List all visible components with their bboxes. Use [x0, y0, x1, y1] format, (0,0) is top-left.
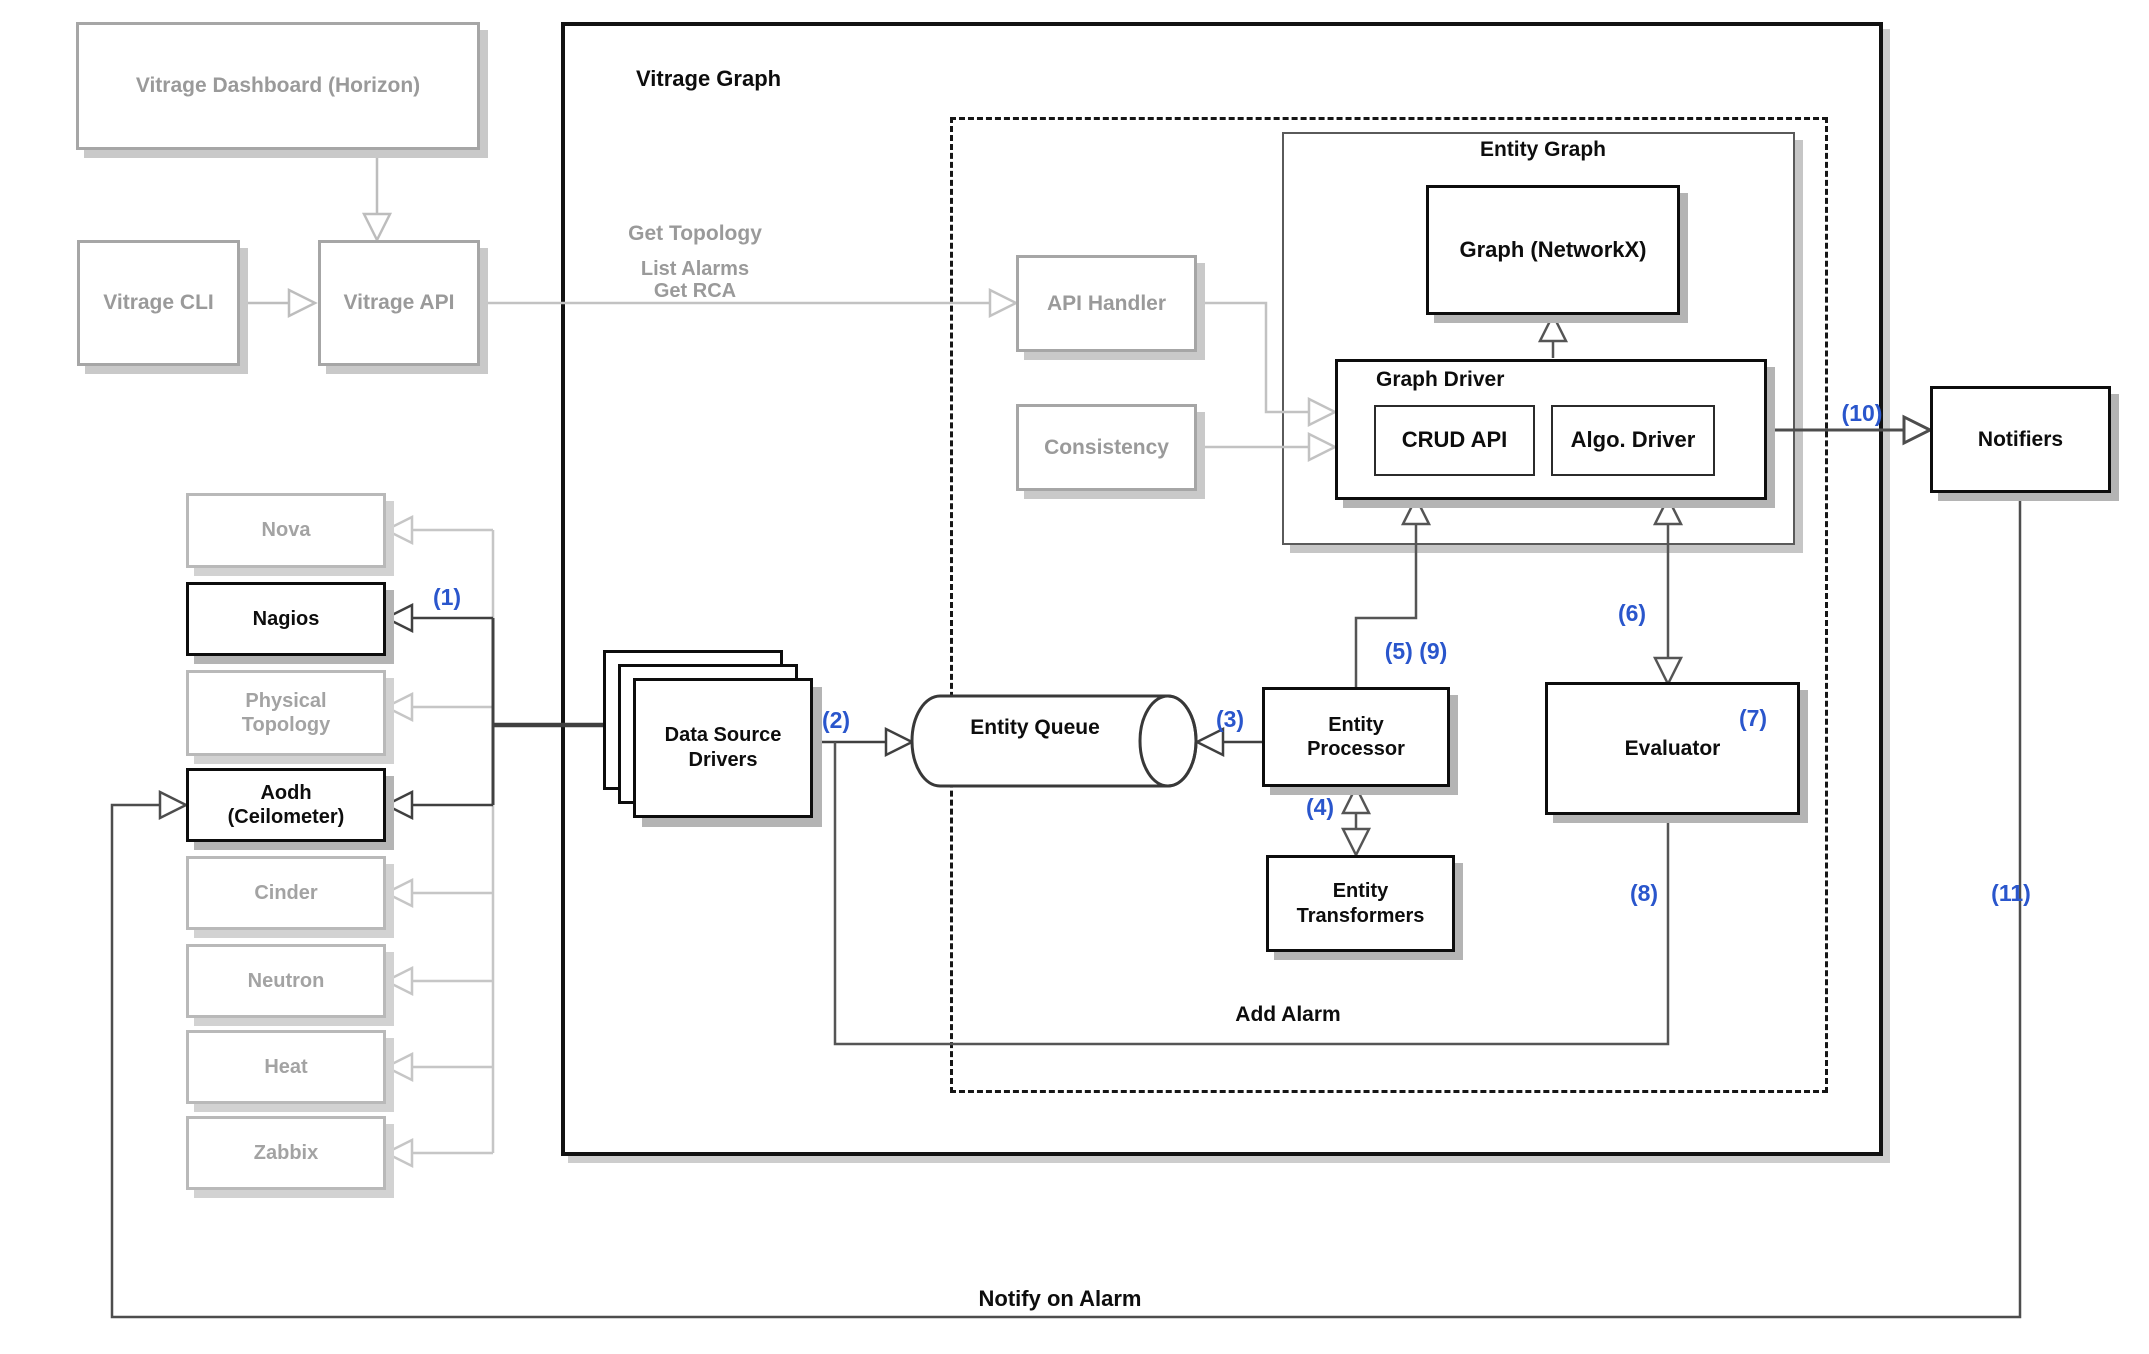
get-topology-label: Get Topology — [628, 222, 762, 245]
step-2-label: (2) — [821, 707, 851, 733]
crud-api-box: CRUD API — [1374, 405, 1535, 476]
step-7-label: (7) — [1738, 705, 1768, 731]
arrow-cli-to-api — [240, 287, 318, 319]
step-6-label: (6) — [1617, 600, 1647, 626]
data-source-drivers-label: Data Source Drivers — [664, 724, 782, 771]
algo-driver-box: Algo. Driver — [1551, 405, 1715, 476]
step-11-label: (11) — [1991, 880, 2031, 906]
step-1-label: (1) — [432, 584, 462, 610]
entity-processor-box: Entity Processor — [1262, 687, 1450, 787]
step-5-9-label: (5) (9) — [1384, 638, 1448, 664]
step-8-label: (8) — [1629, 880, 1659, 906]
entity-graph-title: Entity Graph — [1479, 138, 1606, 161]
arrow-dashboard-to-api — [361, 150, 393, 243]
entity-transformers-box: Entity Transformers — [1266, 855, 1455, 952]
entity-transformers-label: Entity Transformers — [1296, 880, 1425, 927]
source-box-aodh: Aodh (Ceilometer) — [186, 768, 386, 842]
vitrage-cli-label: Vitrage CLI — [103, 291, 214, 315]
evaluator-label: Evaluator — [1624, 736, 1721, 760]
step-3-label: (3) — [1215, 706, 1245, 732]
add-alarm-label: Add Alarm — [1235, 1003, 1341, 1026]
vitrage-graph-title: Vitrage Graph — [636, 66, 782, 91]
consistency-label: Consistency — [1044, 435, 1169, 459]
source-label: Aodh (Ceilometer) — [227, 781, 345, 828]
driver-sheet-front: Data Source Drivers — [633, 678, 813, 818]
source-box-cinder: Cinder — [186, 856, 386, 930]
source-label: Zabbix — [253, 1141, 319, 1164]
list-alarms-label: List Alarms — [640, 258, 750, 280]
source-box-nova: Nova — [186, 493, 386, 568]
source-box-zabbix: Zabbix — [186, 1116, 386, 1190]
source-box-neutron: Neutron — [186, 944, 386, 1018]
notify-on-alarm-label: Notify on Alarm — [978, 1286, 1142, 1311]
entity-processor-label: Entity Processor — [1307, 713, 1405, 760]
vitrage-cli-box: Vitrage CLI — [77, 240, 240, 366]
graph-driver-title: Graph Driver — [1376, 368, 1505, 391]
api-handler-label: API Handler — [1046, 291, 1167, 315]
source-label: Heat — [264, 1055, 308, 1078]
source-label: Neutron — [247, 969, 325, 992]
step-10-label: (10) — [1841, 400, 1883, 426]
vitrage-api-label: Vitrage API — [343, 291, 455, 315]
source-label: Physical Topology — [241, 689, 331, 736]
entity-queue-label: Entity Queue — [970, 716, 1100, 739]
graph-networkx-label: Graph (NetworkX) — [1459, 236, 1647, 262]
source-box-physical-topology: Physical Topology — [186, 670, 386, 756]
consistency-box: Consistency — [1016, 404, 1197, 491]
source-label: Nova — [261, 519, 311, 542]
crud-api-label: CRUD API — [1401, 427, 1508, 453]
source-label: Nagios — [252, 607, 320, 630]
notifiers-box: Notifiers — [1930, 386, 2111, 493]
vitrage-dashboard-box: Vitrage Dashboard (Horizon) — [76, 22, 480, 150]
api-handler-box: API Handler — [1016, 255, 1197, 352]
evaluator-box: Evaluator — [1545, 682, 1800, 815]
sources-trunk-light — [383, 514, 495, 1169]
data-source-drivers-stack: Data Source Drivers — [603, 650, 823, 830]
step-4-label: (4) — [1305, 794, 1335, 820]
source-box-nagios: Nagios — [186, 582, 386, 656]
algo-driver-label: Algo. Driver — [1570, 427, 1696, 453]
vitrage-dashboard-label: Vitrage Dashboard (Horizon) — [135, 74, 421, 98]
get-rca-label: Get RCA — [653, 280, 737, 302]
vitrage-api-box: Vitrage API — [318, 240, 480, 366]
graph-networkx-box: Graph (NetworkX) — [1426, 185, 1680, 315]
source-box-heat: Heat — [186, 1030, 386, 1104]
notifiers-label: Notifiers — [1977, 427, 2064, 451]
source-label: Cinder — [254, 881, 318, 904]
